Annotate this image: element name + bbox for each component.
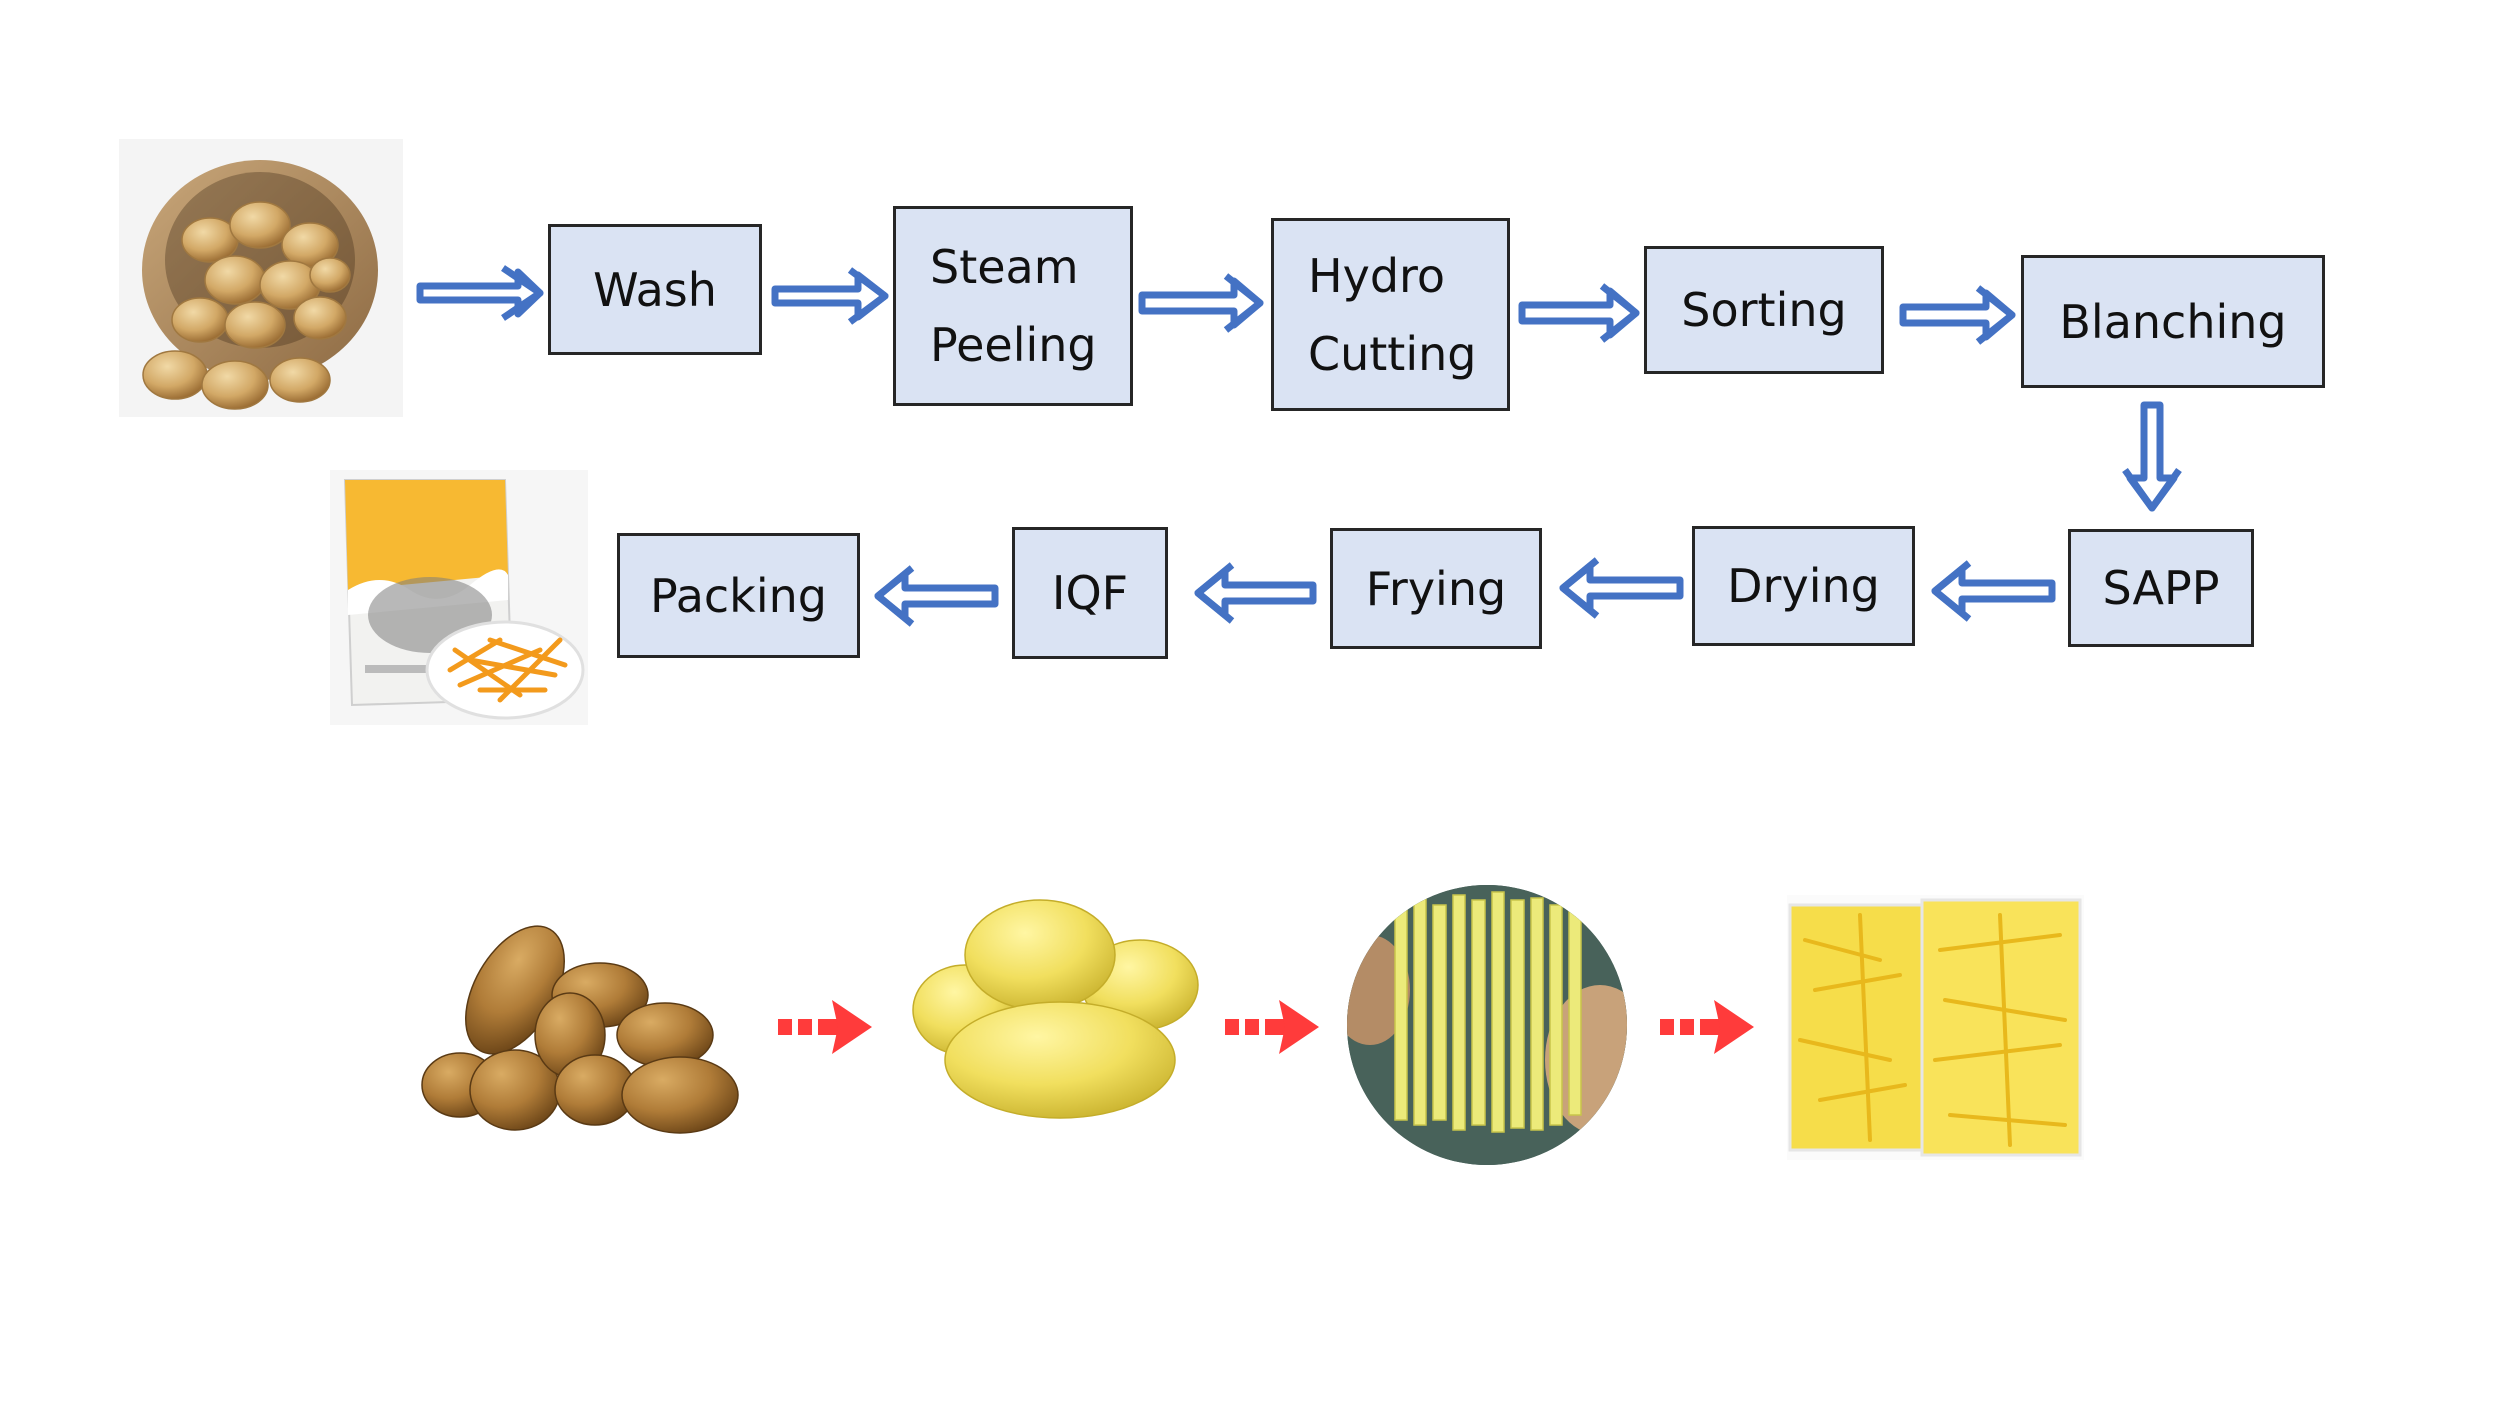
step-wash-label: Wash [593, 262, 717, 317]
arrow-left-4 [874, 565, 999, 627]
step-packing: Packing [617, 533, 860, 658]
step-iqf-label: IQF [1051, 566, 1129, 620]
step-hydro-cutting-line2: Cutting [1308, 326, 1477, 381]
arrow-right-1 [416, 265, 544, 321]
fries-package-image [330, 470, 588, 725]
arrow-left-3 [1194, 562, 1317, 624]
arrow-right-5 [1899, 285, 2016, 345]
step-sapp: SAPP [2068, 529, 2254, 647]
step-drying-label: Drying [1727, 559, 1880, 613]
step-steam-peeling: Steam Peeling [893, 206, 1133, 406]
step-drying: Drying [1692, 526, 1915, 646]
red-arrow-2 [1225, 1000, 1319, 1054]
arrow-right-2 [771, 267, 889, 325]
red-arrow-3 [1660, 1000, 1754, 1054]
step-frying-label: Frying [1365, 561, 1507, 616]
step-steam-peeling-line2: Peeling [930, 318, 1097, 372]
step-sorting: Sorting [1644, 246, 1884, 374]
arrow-right-3 [1138, 273, 1264, 333]
raw-potatoes-image [421, 925, 739, 1134]
arrow-right-4 [1518, 283, 1640, 343]
step-hydro-cutting: Hydro Cutting [1271, 218, 1510, 411]
step-wash: Wash [548, 224, 762, 355]
step-sapp-label: SAPP [2102, 561, 2220, 615]
step-steam-peeling-line1: Steam [930, 240, 1079, 294]
step-hydro-cutting-line1: Hydro [1308, 248, 1446, 303]
step-blanching-label: Blanching [2059, 294, 2287, 349]
step-blanching: Blanching [2021, 255, 2325, 388]
arrow-left-1 [1931, 560, 2056, 622]
arrow-left-2 [1559, 557, 1684, 619]
basket-potatoes-image [119, 139, 403, 417]
peeled-potatoes-image [912, 899, 1199, 1119]
step-frying: Frying [1330, 528, 1542, 649]
step-iqf: IQF [1012, 527, 1168, 659]
step-packing-label: Packing [650, 568, 827, 623]
red-arrow-1 [778, 1000, 872, 1054]
step-sorting-label: Sorting [1681, 283, 1847, 337]
cut-strips-image [1347, 885, 1627, 1165]
bagged-fries-image [1787, 895, 2084, 1160]
arrow-down [2122, 401, 2182, 512]
